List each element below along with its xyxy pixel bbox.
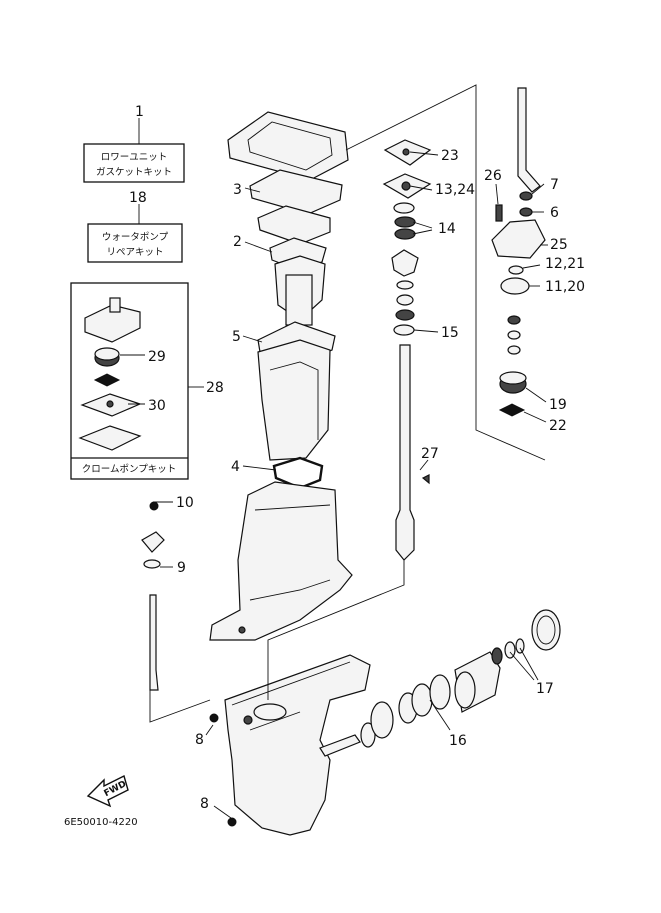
- fwd-arrow-icon: FWD: [86, 774, 129, 808]
- chrome-pump-kit-box: クロームポンプキット: [70, 282, 204, 480]
- callout-28: 28: [206, 380, 224, 396]
- callout-11-20: 11,20: [545, 279, 585, 295]
- callout-17: 17: [536, 681, 554, 697]
- callout-18: 18: [129, 190, 147, 206]
- shift-rod-parts: [141, 501, 165, 691]
- callout-3: 3: [233, 182, 242, 198]
- callout-1: 1: [135, 104, 144, 120]
- callout-25: 25: [550, 237, 568, 253]
- callout-19: 19: [549, 397, 567, 413]
- callout-26: 26: [484, 168, 502, 184]
- callout-12-21: 12,21: [545, 256, 585, 272]
- callout-23: 23: [441, 148, 459, 164]
- gasket-kit-label: ロワーユニット ガスケットキット: [83, 118, 185, 183]
- callout-10: 10: [176, 495, 194, 511]
- drive-shaft-housing: [209, 111, 353, 641]
- pump-kit-line1: ウォータポンプ: [102, 232, 169, 243]
- leader-lines: [120, 84, 548, 819]
- water-pump-parts: [491, 87, 546, 417]
- lower-gearcase: [209, 654, 371, 836]
- callout-30: 30: [148, 398, 166, 414]
- callout-27: 27: [421, 446, 439, 462]
- callout-14: 14: [438, 221, 456, 237]
- callout-15: 15: [441, 325, 459, 341]
- gasket-kit-line1: ロワーユニット: [101, 152, 168, 163]
- chrome-pump-kit-text: クロームポンプキット: [82, 464, 176, 475]
- diagram-code: 6E50010-4220: [64, 817, 138, 828]
- callout-4: 4: [231, 459, 240, 475]
- propeller-shaft-parts: [360, 609, 561, 748]
- callout-22: 22: [549, 418, 567, 434]
- callout-6: 6: [550, 205, 559, 221]
- water-pump-repair-kit-label: ウォータポンプ リペアキット: [87, 204, 183, 263]
- callout-16: 16: [449, 733, 467, 749]
- callout-8-lower: 8: [200, 796, 209, 812]
- callout-2: 2: [233, 234, 242, 250]
- drive-shaft-parts: [382, 139, 432, 561]
- callout-5: 5: [232, 329, 241, 345]
- pump-kit-line2: リペアキット: [106, 247, 163, 258]
- callout-8-upper: 8: [195, 732, 204, 748]
- callout-13-24: 13,24: [435, 182, 475, 198]
- callout-9: 9: [177, 560, 186, 576]
- callout-7: 7: [550, 177, 559, 193]
- gasket-kit-line2: ガスケットキット: [96, 167, 172, 178]
- callout-29: 29: [148, 349, 166, 365]
- callout-numbers: 1 18 3 2 5 4 29 30 28 10 9 8 8 23 13,24 …: [129, 104, 585, 812]
